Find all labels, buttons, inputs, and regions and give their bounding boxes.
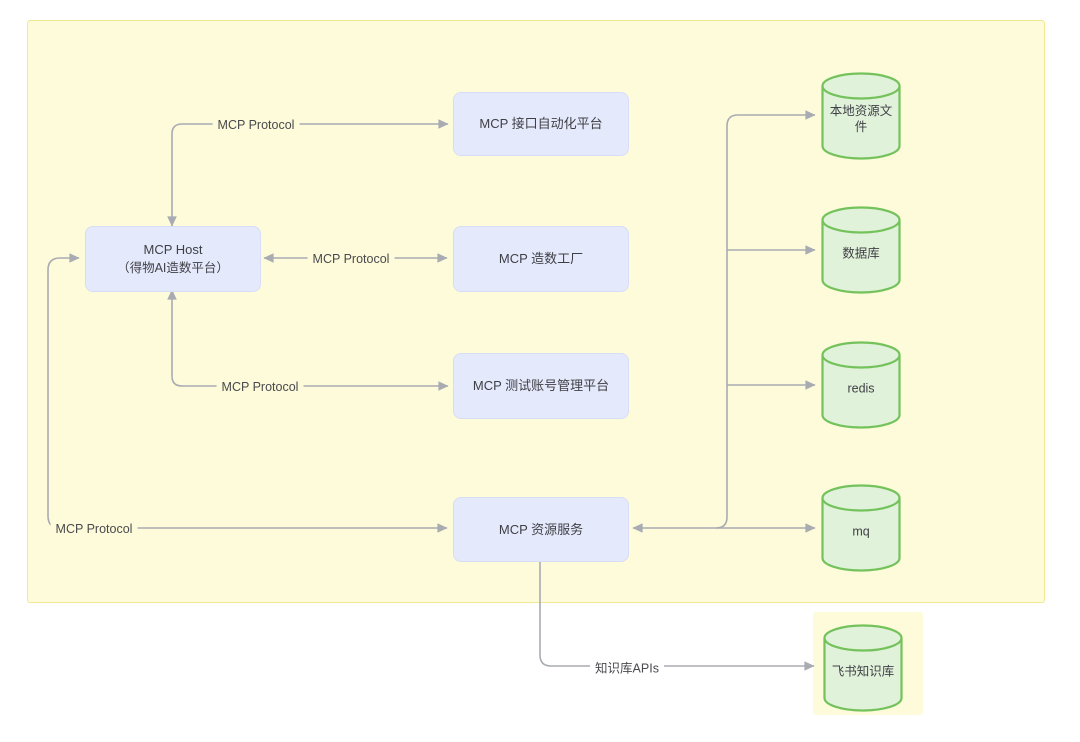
node-label: MCP 资源服务 bbox=[498, 521, 584, 537]
datastore-database: 数据库 bbox=[821, 206, 901, 294]
datastore-redis: redis bbox=[821, 341, 901, 429]
node-label: MCP 造数工厂 bbox=[498, 251, 584, 267]
edge-label-mcp-protocol: MCP Protocol bbox=[216, 380, 304, 394]
connector-host-account-platform bbox=[167, 289, 449, 391]
connector-resource-knowledge-base bbox=[539, 560, 815, 671]
database-cylinder-icon bbox=[821, 484, 901, 572]
database-cylinder-icon bbox=[821, 206, 901, 294]
datastore-label: 本地资源文件 bbox=[829, 103, 893, 135]
datastore-mq: mq bbox=[821, 484, 901, 572]
node-mcp-host: MCP Host （得物AI造数平台） bbox=[85, 226, 261, 292]
node-api-automation-platform: MCP 接口自动化平台 bbox=[453, 92, 629, 156]
datastore-label: 飞书知识库 bbox=[831, 664, 895, 679]
mcp-host-title: MCP Host bbox=[143, 241, 203, 257]
node-resource-service: MCP 资源服务 bbox=[453, 497, 629, 562]
datastore-local-resource-files: 本地资源文件 bbox=[821, 72, 901, 160]
mcp-host-subtitle: （得物AI造数平台） bbox=[117, 261, 229, 276]
database-cylinder-icon bbox=[823, 624, 903, 712]
node-label: MCP 测试账号管理平台 bbox=[472, 378, 610, 394]
datastore-feishu-knowledge-base: 飞书知识库 bbox=[823, 624, 903, 712]
connector-host-api-platform bbox=[167, 119, 449, 227]
datastore-label: 数据库 bbox=[842, 246, 880, 261]
edge-label-knowledge-apis: 知识库APIs bbox=[590, 657, 664, 677]
database-cylinder-icon bbox=[821, 72, 901, 160]
node-data-factory: MCP 造数工厂 bbox=[453, 226, 629, 292]
edge-label-mcp-protocol: MCP Protocol bbox=[307, 252, 395, 266]
connector-trunk-local-files bbox=[715, 110, 816, 529]
database-cylinder-icon bbox=[821, 341, 901, 429]
node-test-account-platform: MCP 测试账号管理平台 bbox=[453, 353, 629, 419]
datastore-label: mq bbox=[852, 524, 870, 539]
datastore-label: redis bbox=[847, 381, 875, 396]
node-label: MCP 接口自动化平台 bbox=[479, 116, 603, 132]
edge-label-mcp-protocol: MCP Protocol bbox=[212, 118, 300, 132]
edge-label-mcp-protocol: MCP Protocol bbox=[50, 522, 138, 536]
